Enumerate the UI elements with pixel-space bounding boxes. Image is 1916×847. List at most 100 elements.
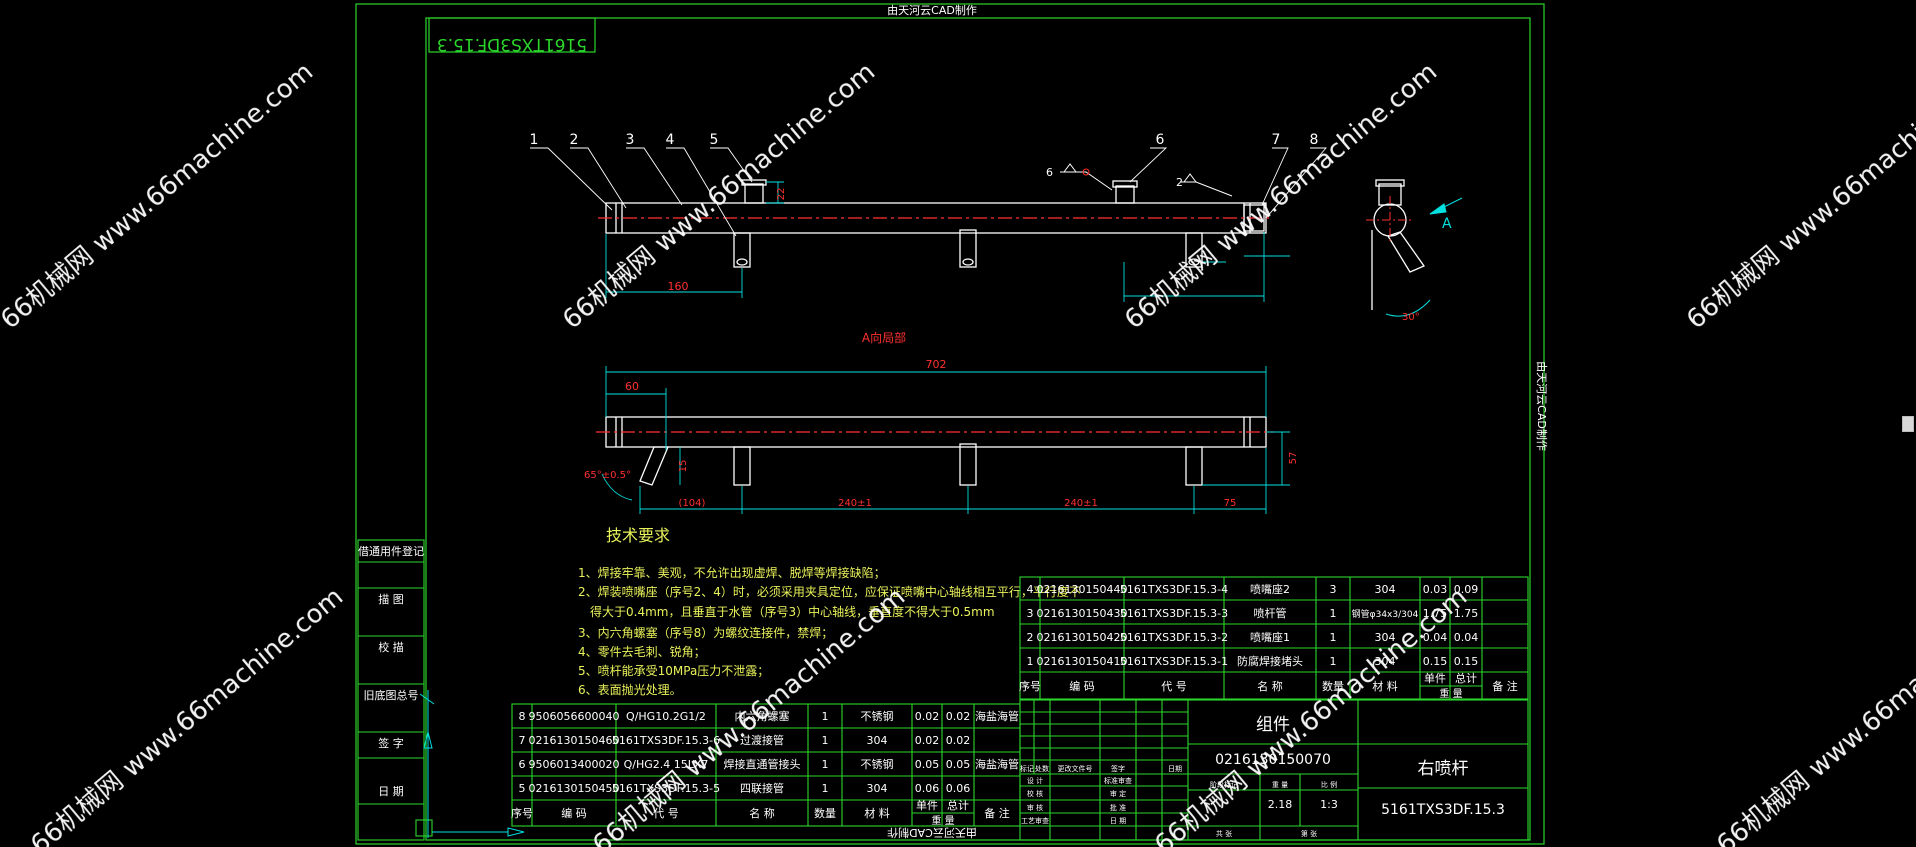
bom-upper-cell-r1-c6: 1.75 — [1423, 607, 1448, 620]
bom-upper-cell-r0-c6: 0.03 — [1423, 583, 1448, 596]
producer-note-top: 由天河云CAD制作 — [887, 3, 977, 17]
weld-label-2: 2 — [1176, 176, 1183, 189]
bom-lower-cell-r1-c2: 5161TXS3DF.15.3-6 — [612, 734, 720, 747]
bom-lower-cell-r2-c8: 海盐海管 — [975, 757, 1019, 771]
title-weight: 2.18 — [1268, 798, 1293, 811]
stamp-1: 借通用件登记 — [358, 544, 424, 558]
bom-upper-cell-r2-c0: 2 — [1027, 631, 1034, 644]
bom-lower-cell-r1-c0: 7 — [519, 734, 526, 747]
tb-label-2: 更改文件号 — [1058, 764, 1093, 773]
balloon-7: 7 — [1272, 132, 1281, 148]
bom-header-8: 备 注 — [1492, 679, 1518, 693]
dim-104: (104) — [679, 498, 706, 509]
bom-upper-cell-r3-c4: 1 — [1330, 655, 1337, 668]
tb-label-1: 处数 — [1035, 764, 1049, 773]
bom2-header-1: 编 码 — [561, 806, 587, 820]
bom-upper-cell-r0-c3: 喷嘴座2 — [1250, 582, 1290, 596]
bom-upper-cell-r2-c5: 304 — [1375, 631, 1396, 644]
tb-label-17: 第 张 — [1301, 829, 1317, 838]
tb-label-4: 日期 — [1168, 765, 1182, 773]
tb-label-8: 审 定 — [1110, 789, 1126, 798]
bom2-header-0: 序号 — [511, 806, 533, 820]
tb-label-9: 审 核 — [1027, 803, 1043, 812]
dim-240-left: 240±1 — [838, 498, 872, 509]
bom-upper-cell-r1-c7: 1.75 — [1454, 607, 1479, 620]
bom-upper-cell-r3-c6: 0.15 — [1423, 655, 1448, 668]
weld-label-6: 6 — [1046, 166, 1053, 179]
tb-label-7: 校 核 — [1027, 789, 1043, 798]
balloon-8: 8 — [1310, 132, 1319, 148]
bom-lower-cell-r3-c1: 0216130150450 — [529, 782, 620, 795]
stamp-3: 校 描 — [378, 640, 404, 654]
tb-label-3: 签字 — [1111, 764, 1125, 773]
left-stamp-column: 借通用件登记 描 图 校 描 旧底图总号 签 字 日 期 — [357, 539, 525, 841]
dim-240-right: 240±1 — [1064, 498, 1098, 509]
bom-lower-cell-r1-c3: 过渡接管 — [740, 733, 784, 747]
bom-upper-cell-r1-c1: 0216130150430 — [1037, 607, 1128, 620]
tb-label-0: 标记 — [1020, 764, 1034, 773]
dim-65deg: 65°±0.5° — [584, 470, 631, 481]
bom-lower-cell-r3-c4: 1 — [822, 782, 829, 795]
bom-lower-cell-r0-c4: 1 — [822, 710, 829, 723]
bom-upper-cell-r0-c4: 3 — [1330, 583, 1337, 596]
bom2-header-4: 数量 — [814, 807, 836, 820]
tb-label-5: 设 计 — [1027, 776, 1043, 785]
bom-upper-cell-r1-c4: 1 — [1330, 607, 1337, 620]
stamp-2: 描 图 — [378, 592, 404, 606]
bom-upper-cell-r1-c3: 喷杆管 — [1254, 606, 1287, 620]
bom-upper-cell-r3-c7: 0.15 — [1454, 655, 1479, 668]
tech-line-3: 得大于0.4mm，且垂直于水管（序号3）中心轴线，垂直度不得大于0.5mm — [578, 604, 995, 619]
bom-lower-cell-r0-c5: 不锈钢 — [861, 710, 894, 723]
bom-upper-cell-r0-c5: 304 — [1375, 583, 1396, 596]
bom-lower-cell-r2-c7: 0.05 — [946, 758, 971, 771]
bom-upper-cell-r0-c7: 0.09 — [1454, 583, 1479, 596]
bom-lower-cell-r2-c4: 1 — [822, 758, 829, 771]
bom-header-weight: 重 量 — [1439, 687, 1462, 700]
bom2-header-2: 代 号 — [653, 807, 679, 820]
dim-22: 22 — [776, 188, 787, 201]
bom-lower-cell-r1-c4: 1 — [822, 734, 829, 747]
stamp-5: 签 字 — [378, 736, 404, 750]
dim-702: 702 — [926, 358, 947, 371]
dim-30deg: 30° — [1402, 312, 1420, 323]
front-view: 1 2 3 4 5 6 7 8 6 2 — [530, 132, 1463, 323]
dim-57: 57 — [1288, 452, 1299, 465]
bom-upper-cell-r0-c0: 4 — [1027, 583, 1034, 596]
bom-upper-cell-r1-c5: 钢管φ34x3/304 — [1352, 608, 1419, 620]
bom2-header-5: 材 料 — [864, 806, 890, 820]
bom-lower-cell-r0-c3: 内六角螺塞 — [735, 709, 790, 723]
stamp-6: 日 期 — [378, 785, 404, 798]
tb-label-11: 工艺审查 — [1021, 816, 1049, 825]
mirrored-drawing-code: 5161TXS3DF.15.3 — [437, 34, 587, 54]
bom-lower-cell-r3-c0: 5 — [519, 782, 526, 795]
bom-upper-cell-r1-c0: 3 — [1027, 607, 1034, 620]
scrollbar-thumb[interactable] — [1902, 416, 1914, 432]
bom-upper-cell-r0-c1: 0216130150440 — [1037, 583, 1128, 596]
tech-line-6: 5、喷杆能承受10MPa压力不泄露； — [578, 664, 769, 678]
balloon-5: 5 — [710, 132, 719, 148]
bom-lower-cell-r0-c0: 8 — [519, 710, 526, 723]
bom-lower-cell-r1-c5: 304 — [867, 734, 888, 747]
bom-header-6: 单件 — [1424, 672, 1446, 685]
bom2-header-3: 名 称 — [749, 806, 775, 820]
bom-upper-cell-r2-c3: 喷嘴座1 — [1250, 630, 1290, 644]
bom-upper-cell-r3-c5: 304 — [1375, 655, 1396, 668]
bom-lower-cell-r2-c2: Q/HG2.4 15LX7 — [624, 758, 709, 771]
tb-label-13: 阶段标记 — [1210, 780, 1238, 789]
bom2-header-7: 总计 — [947, 798, 969, 812]
balloon-6: 6 — [1156, 132, 1165, 148]
balloon-4: 4 — [666, 132, 675, 148]
title-scale: 1:3 — [1320, 798, 1338, 811]
title-drawing-no: 5161TXS3DF.15.3 — [1381, 802, 1505, 818]
bom-header-0: 序号 — [1019, 679, 1041, 693]
bom-lower-cell-r1-c6: 0.02 — [915, 734, 940, 747]
bom-upper-cell-r1-c2: 5161TXS3DF.15.3-3 — [1120, 607, 1228, 620]
bom-lower-cell-r3-c3: 四联接管 — [740, 781, 784, 795]
title-code: 0216130150070 — [1215, 752, 1331, 768]
title-kind: 组件 — [1256, 715, 1290, 735]
bom-lower-cell-r1-c7: 0.02 — [946, 734, 971, 747]
stamp-4: 旧底图总号 — [364, 688, 419, 702]
tech-line-4: 3、内六角螺塞（序号8）为螺纹连接件，禁焊； — [578, 625, 833, 640]
bom-upper-cell-r3-c0: 1 — [1027, 655, 1034, 668]
bom2-header-6: 单件 — [916, 799, 938, 812]
